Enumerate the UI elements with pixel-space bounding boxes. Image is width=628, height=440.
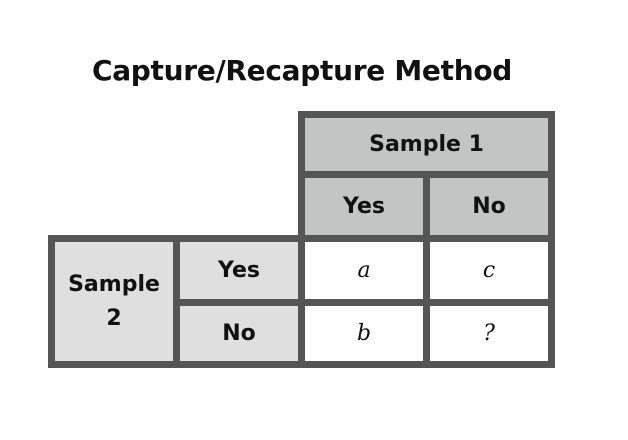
sample1-header: Sample 1 [298, 111, 555, 178]
cell-no-yes-value: b [356, 321, 372, 346]
row-header-no: No [173, 299, 305, 368]
cell-yes-yes-value: a [357, 258, 371, 283]
cell-no-no-value: ? [483, 321, 495, 346]
cell-no-no: ? [423, 299, 555, 368]
row-header-yes: Yes [173, 235, 305, 306]
row-header-yes-label: Yes [218, 258, 260, 283]
cell-no-yes: b [298, 299, 430, 368]
column-header-yes: Yes [298, 171, 430, 242]
cell-yes-no-value: c [482, 258, 496, 283]
sample2-header-label-line1: Sample [68, 271, 160, 297]
sample2-header-label-line2: 2 [106, 305, 122, 331]
column-header-yes-label: Yes [343, 194, 385, 219]
diagram-title: Capture/Recapture Method [91, 54, 513, 87]
sample2-header: Sample 2 [48, 235, 180, 368]
column-header-no-label: No [472, 194, 506, 219]
cell-yes-yes: a [298, 235, 430, 306]
row-header-no-label: No [222, 321, 256, 346]
cell-yes-no: c [423, 235, 555, 306]
column-header-no: No [423, 171, 555, 242]
sample1-header-label: Sample 1 [369, 132, 484, 157]
